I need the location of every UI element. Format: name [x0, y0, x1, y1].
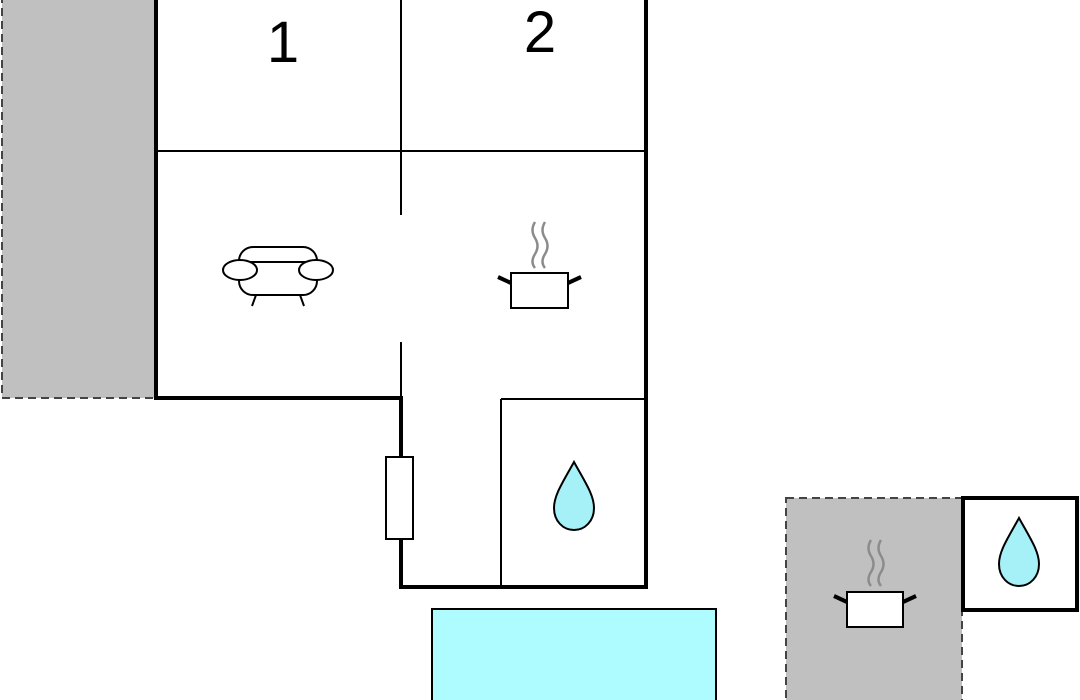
cooking-pot-icon	[497, 221, 582, 309]
door-icon	[385, 456, 414, 540]
room-label-2: 2	[524, 0, 556, 65]
water-drop-icon	[552, 459, 596, 532]
terrace-left	[1, 0, 157, 399]
water-drop-icon	[997, 515, 1041, 588]
cooking-pot-icon	[833, 539, 917, 628]
room-label-1: 1	[267, 10, 299, 75]
pool	[431, 608, 717, 700]
armchair-icon	[222, 246, 334, 307]
